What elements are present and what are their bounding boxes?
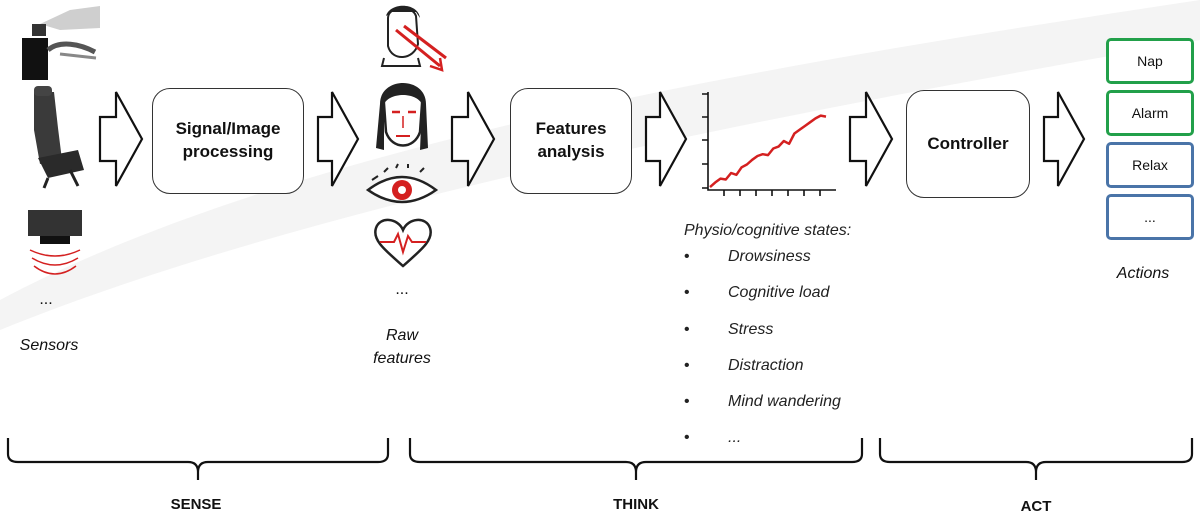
raw-features-ellipsis: ... bbox=[395, 281, 409, 298]
cognitive-states-list: Physio/cognitive states: •Drowsiness •Co… bbox=[684, 222, 851, 466]
act-brace bbox=[878, 438, 1194, 480]
stage-think-label: THINK bbox=[613, 496, 659, 513]
sensors-ellipsis: ... bbox=[39, 291, 53, 308]
arrow-to-raw-features bbox=[316, 91, 360, 187]
stage-sense-label: SENSE bbox=[170, 496, 222, 513]
arrow-to-controller bbox=[848, 91, 894, 187]
state-item: •Drowsiness bbox=[684, 248, 811, 265]
heart-rate-icon bbox=[374, 218, 432, 268]
action-nap: Nap bbox=[1106, 38, 1194, 84]
face-landmarks-icon bbox=[376, 83, 428, 150]
steering-wheel-camera-icon bbox=[22, 6, 100, 80]
signal-image-processing-box: Signal/Image processing bbox=[152, 88, 304, 194]
background-swoosh bbox=[0, 0, 1200, 330]
state-item: •Cognitive load bbox=[684, 284, 830, 302]
radar-sensor-icon bbox=[28, 210, 82, 275]
action-relax: Relax bbox=[1106, 142, 1194, 188]
state-item: •Distraction bbox=[684, 356, 804, 374]
states-chart-plot bbox=[709, 114, 827, 189]
car-seat-icon bbox=[34, 86, 84, 189]
arrow-to-features-analysis bbox=[450, 91, 496, 187]
features-analysis-box: Features analysis bbox=[510, 88, 632, 194]
arrow-to-actions bbox=[1042, 91, 1086, 187]
bullet: • bbox=[684, 284, 690, 302]
arrow-to-states-chart bbox=[644, 91, 688, 187]
eye-tracking-icon bbox=[365, 163, 439, 204]
actions-label: Actions bbox=[1116, 265, 1170, 282]
state-item: •... bbox=[684, 429, 742, 447]
arrow-to-signal-processing bbox=[98, 91, 144, 187]
bullet: • bbox=[684, 393, 690, 411]
bullet: • bbox=[684, 356, 690, 374]
bullet: • bbox=[684, 429, 690, 447]
stage-act-label: ACT bbox=[1020, 498, 1052, 515]
bullet: • bbox=[684, 320, 690, 338]
states-chart-series-line bbox=[709, 114, 827, 189]
state-item: •Stress bbox=[684, 320, 774, 338]
raw-features-label: Raw features bbox=[373, 327, 431, 368]
action-more: ... bbox=[1106, 194, 1194, 240]
state-item: •Mind wandering bbox=[684, 393, 841, 411]
states-chart-axes bbox=[702, 92, 836, 196]
bullet: • bbox=[684, 248, 690, 265]
controller-box: Controller bbox=[906, 90, 1030, 198]
states-title: Physio/cognitive states: bbox=[684, 222, 852, 239]
sensors-label: Sensors bbox=[19, 337, 79, 354]
head-gaze-icon bbox=[380, 5, 447, 72]
action-alarm: Alarm bbox=[1106, 90, 1194, 136]
sense-brace bbox=[6, 438, 390, 480]
think-brace bbox=[408, 438, 864, 480]
